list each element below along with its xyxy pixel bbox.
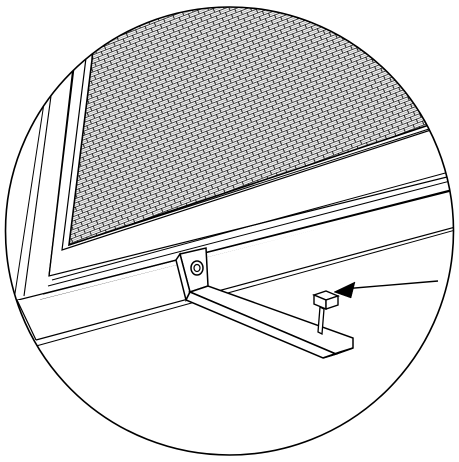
frame-lower-panel <box>5 193 454 352</box>
bracket-arm-end <box>322 347 354 359</box>
arrow-head <box>333 281 356 299</box>
frame-bottom-rail-1 <box>42 187 454 295</box>
screen-mesh <box>68 7 454 247</box>
arrow-icon <box>333 280 439 299</box>
screw-shaft <box>317 305 325 336</box>
floor-line <box>5 228 454 357</box>
circle-detail-clip <box>5 7 454 359</box>
frame-corner-angle <box>16 299 37 341</box>
frame-lower-line <box>35 225 454 341</box>
detail-circle-outline <box>4 6 455 456</box>
frame-bottom-rail-3 <box>47 179 454 287</box>
screw-icon <box>312 290 340 336</box>
bracket-hole-screw-inner <box>193 263 201 273</box>
screw-head-side-2 <box>325 295 339 310</box>
frame-bottom-rail-4 <box>51 171 450 281</box>
arrow-line <box>342 280 439 290</box>
l-bracket-icon <box>175 247 354 359</box>
